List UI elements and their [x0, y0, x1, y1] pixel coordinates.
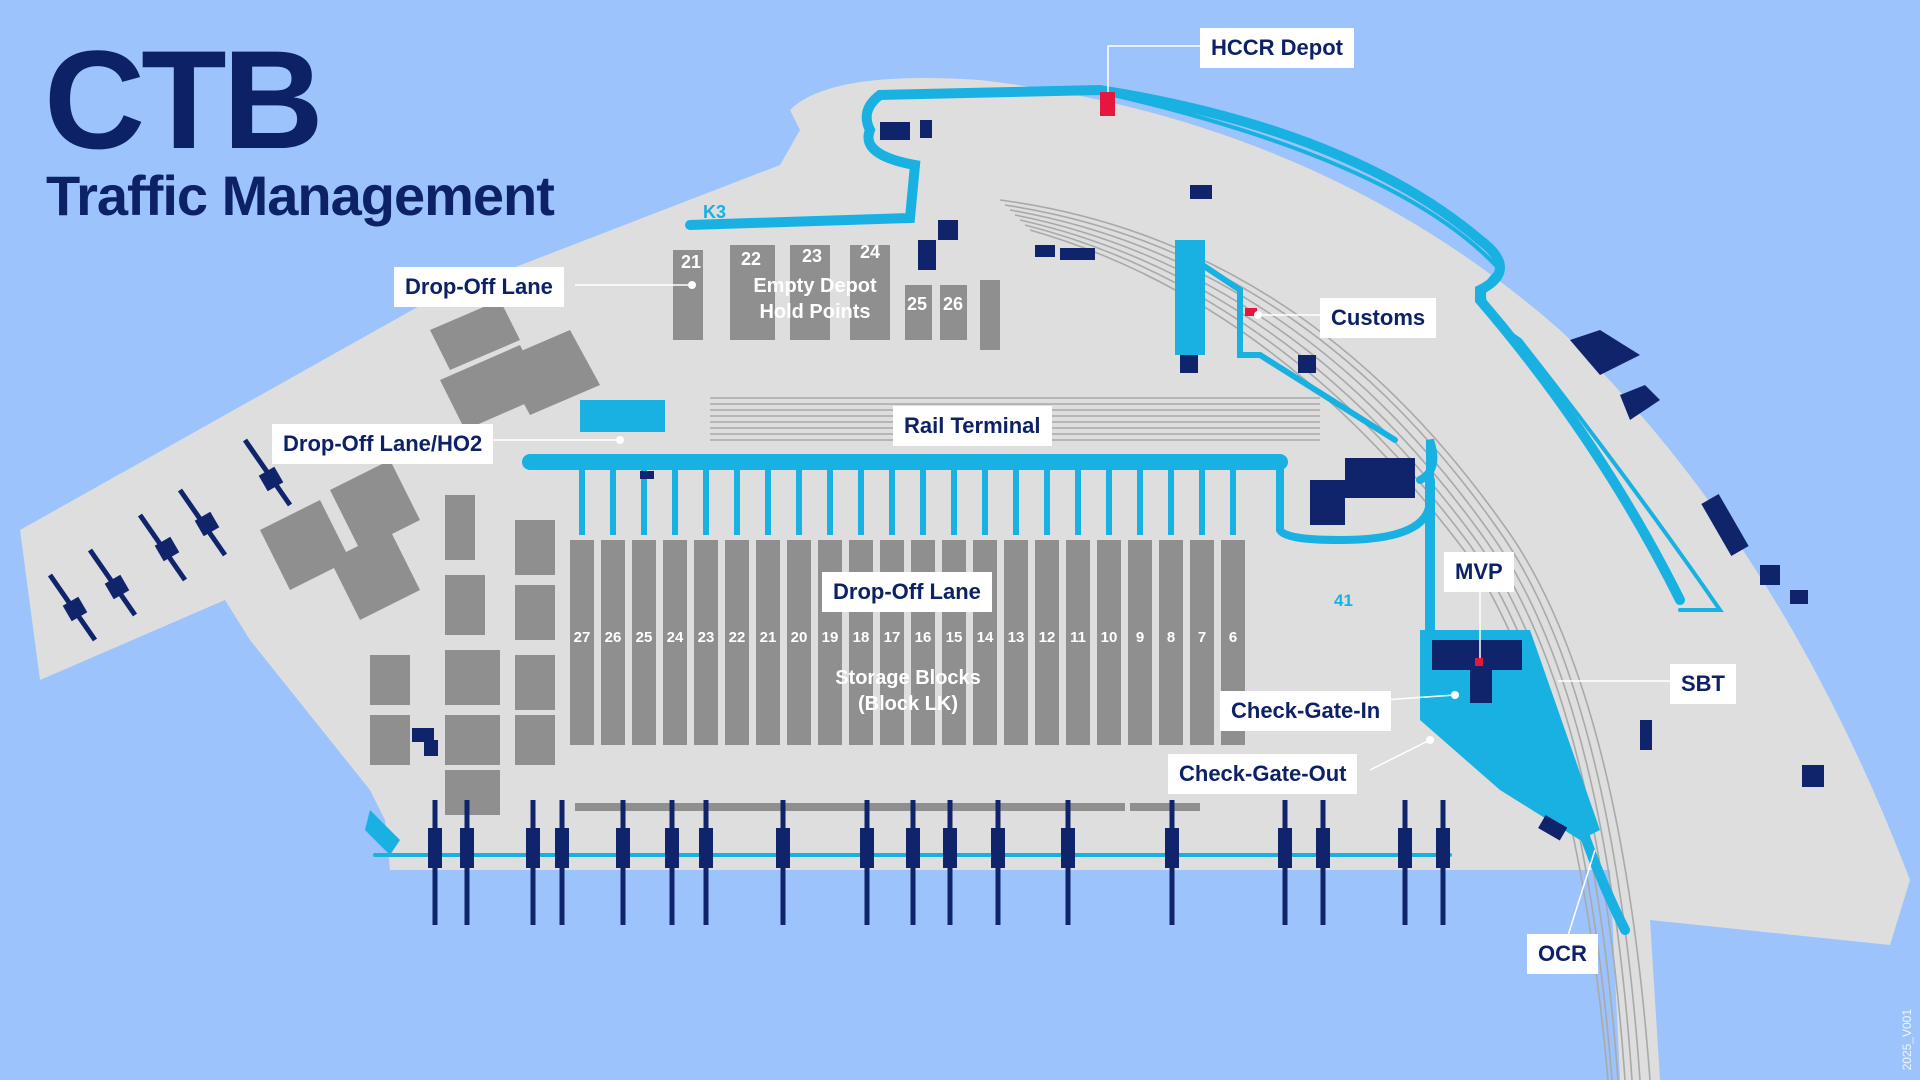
storage-block-numbers: 27 26 25 24 23 22 21 20 19 18 17 16 15 1… [574, 629, 1238, 646]
callout-check-gate-out: Check-Gate-Out [1168, 754, 1358, 794]
roads [373, 84, 1724, 935]
storage-block-16: 16 [915, 629, 932, 646]
callout-customs: Customs [1320, 298, 1437, 338]
depot-number-25: 25 [907, 294, 927, 314]
outer-ring-road [1098, 90, 1724, 612]
callout-drop-off-lane-center: Drop-Off Lane [822, 572, 992, 612]
version-mark: 2025_V001 [1900, 1008, 1914, 1070]
storage-block-20: 20 [791, 629, 808, 646]
leader-lines [490, 45, 1670, 946]
storage-block-12: 12 [1039, 629, 1056, 646]
block-feeder-lanes [579, 470, 1236, 535]
hccr-depot-marker [1100, 92, 1115, 116]
block-lk-label: (Block LK) [858, 693, 958, 715]
callout-drop-off-lane-north: Drop-Off Lane [394, 267, 564, 307]
west-yard-blocks [260, 300, 600, 815]
road-areas [365, 240, 1600, 855]
storage-block-17: 17 [884, 629, 901, 646]
storage-block-10: 10 [1101, 629, 1118, 646]
storage-block-23: 23 [698, 629, 715, 646]
area-41-label: 41 [1334, 591, 1353, 610]
empty-depot-label: Empty Depot [753, 275, 877, 297]
k3-road [685, 84, 1685, 605]
callout-rail-terminal: Rail Terminal [893, 406, 1052, 446]
customs-road [1177, 247, 1398, 443]
west-pier-crane-bodies [62, 466, 284, 622]
east-loop-road [1276, 438, 1438, 545]
storage-block-26: 26 [605, 629, 622, 646]
callout-mvp: MVP [1444, 552, 1514, 592]
hold-points-label: Hold Points [759, 301, 870, 323]
storage-block-18: 18 [853, 629, 870, 646]
storage-blocks-label: Storage Blocks [835, 667, 981, 689]
storage-block-11: 11 [1070, 629, 1086, 646]
depot-number-26: 26 [943, 294, 963, 314]
empty-depot-blocks [673, 245, 1000, 350]
k3-label: K3 [703, 202, 726, 222]
storage-block-9: 9 [1136, 629, 1144, 646]
callout-drop-off-lane-ho2: Drop-Off Lane/HO2 [272, 424, 494, 464]
buildings [412, 120, 1824, 841]
quay-crane-bodies [428, 828, 1450, 868]
customs-marker [1245, 308, 1257, 316]
storage-block-24: 24 [667, 629, 684, 646]
mvp-marker [1475, 658, 1483, 666]
storage-block-27: 27 [574, 629, 591, 646]
storage-block-14: 14 [977, 629, 994, 646]
depot-number-22: 22 [741, 249, 761, 269]
page-subtitle: Traffic Management [46, 164, 555, 227]
storage-block-21: 21 [760, 629, 777, 646]
storage-block-6: 6 [1229, 629, 1237, 646]
callout-ocr: OCR [1527, 934, 1598, 974]
storage-block-13: 13 [1008, 629, 1025, 646]
storage-block-7: 7 [1198, 629, 1206, 646]
storage-block-8: 8 [1167, 629, 1175, 646]
callout-sbt: SBT [1670, 664, 1736, 704]
leader-dots [616, 281, 1459, 744]
storage-block-22: 22 [729, 629, 746, 646]
depot-number-23: 23 [802, 246, 822, 266]
callout-hccr-depot: HCCR Depot [1200, 28, 1354, 68]
storage-block-19: 19 [822, 629, 839, 646]
depot-number-21: 21 [681, 252, 701, 272]
page-title: CTB [44, 21, 324, 178]
storage-block-15: 15 [946, 629, 963, 646]
storage-block-25: 25 [636, 629, 653, 646]
callout-check-gate-in: Check-Gate-In [1220, 691, 1392, 731]
depot-number-24: 24 [860, 242, 880, 262]
